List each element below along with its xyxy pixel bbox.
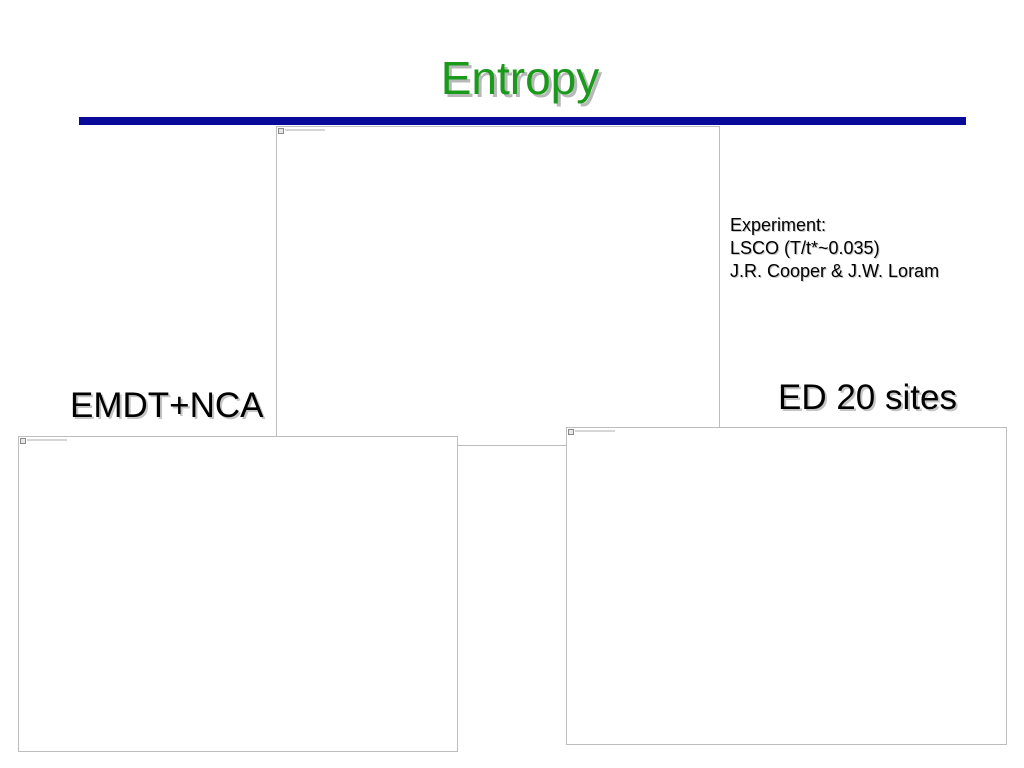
emdt-nca-label: EMDT+NCA xyxy=(70,386,264,425)
notes-line-lsco: LSCO (T/t*~0.035) xyxy=(730,238,880,258)
notes-line-experiment: Experiment: xyxy=(730,215,827,235)
image-alt-text-placeholder xyxy=(27,439,67,441)
image-alt-text-placeholder xyxy=(575,430,615,432)
experiment-notes: Experiment: LSCO (T/t*~0.035) J.R. Coope… xyxy=(730,214,939,283)
experiment-image-placeholder xyxy=(276,126,720,446)
broken-image-icon xyxy=(278,128,284,134)
notes-line-authors: J.R. Cooper & J.W. Loram xyxy=(730,261,940,281)
ed-20-sites-label: ED 20 sites xyxy=(778,378,957,417)
broken-image-icon xyxy=(568,429,574,435)
slide-title: Entropy xyxy=(440,52,600,104)
emdt-nca-image-placeholder xyxy=(18,436,458,752)
ed-20-sites-image-placeholder xyxy=(566,427,1007,745)
broken-image-icon xyxy=(20,438,26,444)
image-alt-text-placeholder xyxy=(285,129,325,131)
title-divider xyxy=(79,117,966,125)
